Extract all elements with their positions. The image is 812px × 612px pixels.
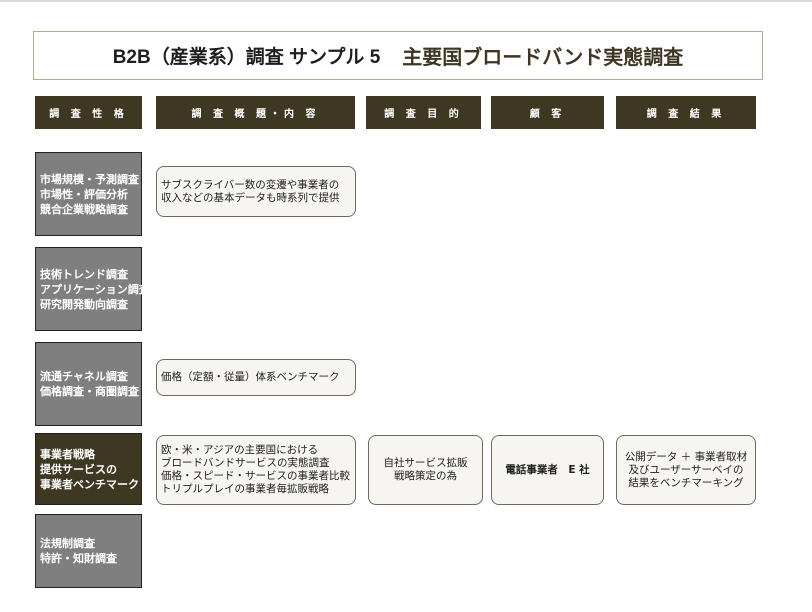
category-strategy: 事業者戦略 提供サービスの 事業者ベンチマーク (35, 433, 142, 505)
page-title: B2B（産業系）調査 サンプル 5 主要国ブロードバンド実態調査 (33, 31, 763, 80)
header-purpose: 調 査 目 的 (366, 96, 481, 129)
cell-strategy-client: 電話事業者 E 社 (491, 435, 604, 505)
category-market: 市場規模・予測調査 市場性・評価分析 競合企業戦略調査 (35, 152, 142, 236)
header-content: 調 査 概 題・内 容 (156, 96, 355, 129)
header-result: 調 査 結 果 (616, 96, 756, 129)
category-technology: 技術トレンド調査 アプリケーション調査 研究開発動向調査 (35, 247, 150, 331)
category-channel: 流通チャネル調査 価格調査・商圏調査 (35, 342, 142, 426)
header-nature: 調 査 性 格 (35, 96, 142, 129)
header-client: 顧 客 (491, 96, 604, 129)
title-subject: 主要国ブロードバンド実態調査 (402, 47, 684, 69)
cell-strategy-result: 公開データ ＋ 事業者取材 及びユーザーサーベイの 結果をベンチマーキング (616, 435, 756, 505)
title-main: B2B（産業系）調査 サンプル 5 (112, 47, 381, 68)
cell-channel-content: 価格（定額・従量）体系ベンチマーク (156, 359, 356, 396)
cell-market-content: サブスクライバー数の変遷や事業者の 収入などの基本データも時系列で提供 (156, 166, 356, 217)
top-border (0, 0, 812, 2)
cell-strategy-purpose: 自社サービス拡販 戦略策定の為 (368, 435, 483, 505)
category-regulation: 法規制調査 特許・知財調査 (35, 514, 142, 588)
cell-strategy-content: 欧・米・アジアの主要国における ブロードバンドサービスの実態調査 価格・スピード… (156, 435, 356, 505)
